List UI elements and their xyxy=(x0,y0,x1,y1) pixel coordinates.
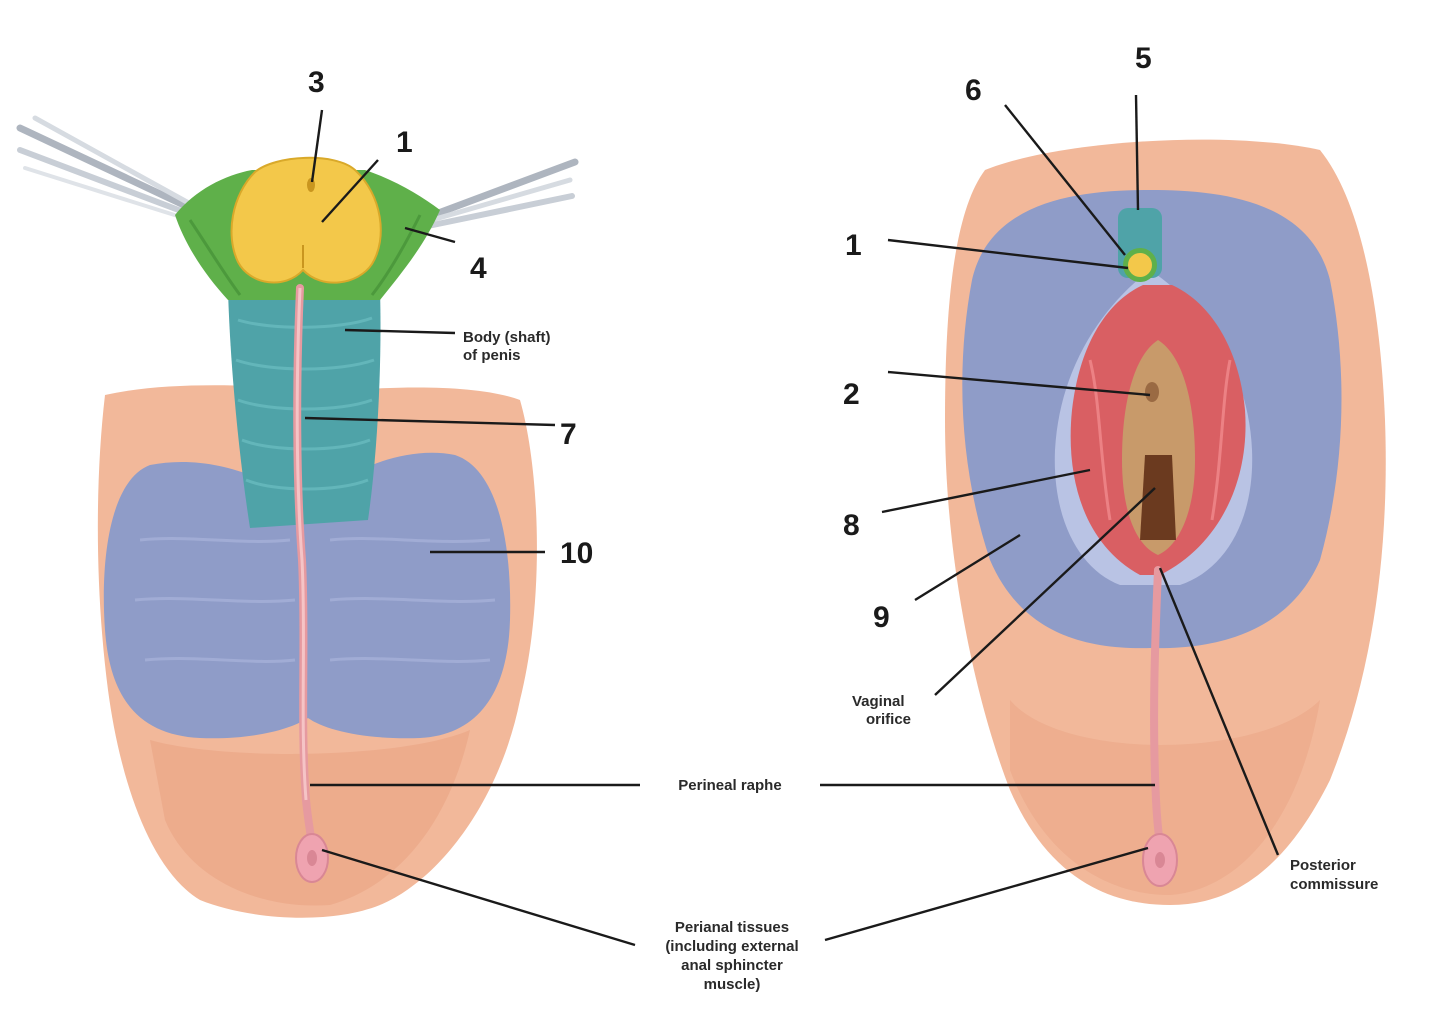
left-forceps xyxy=(16,115,209,225)
term-labels: Body (shaft) of penis Vaginal orifice Po… xyxy=(463,329,1378,993)
female-raphe xyxy=(1150,566,1164,849)
leader-male-4 xyxy=(404,226,456,244)
male-number-labels: 3 1 4 7 10 xyxy=(308,66,593,570)
term-perianal-line4: muscle) xyxy=(704,976,761,993)
label-male-4: 4 xyxy=(470,252,487,285)
female-perineal-skin-shade xyxy=(1010,700,1320,895)
label-female-9: 9 xyxy=(873,601,890,634)
leader-female-5 xyxy=(1134,94,1140,211)
term-posterior-line1: Posterior xyxy=(1290,857,1356,874)
leader-lines xyxy=(304,94,1280,947)
male-external-genitalia xyxy=(16,115,579,918)
term-body-shaft-line2: of penis xyxy=(463,347,521,364)
term-vaginal-line2: orifice xyxy=(866,711,911,728)
urethral-orifice xyxy=(1145,382,1159,402)
male-raphe-highlight xyxy=(295,287,308,801)
labia-minora-texture xyxy=(1088,359,1232,521)
leader-female-6 xyxy=(1004,104,1126,256)
scrotum-texture xyxy=(134,537,496,663)
term-perianal-line3: anal sphincter xyxy=(681,957,783,974)
term-vaginal-line1: Vaginal xyxy=(852,693,905,710)
label-male-3: 3 xyxy=(308,66,325,99)
clitoris-glans xyxy=(1128,253,1152,277)
label-female-6: 6 xyxy=(965,74,982,107)
label-male-7: 7 xyxy=(560,418,577,451)
right-forceps xyxy=(421,158,579,229)
female-external-genitalia xyxy=(945,139,1386,905)
label-male-1: 1 xyxy=(396,126,413,159)
leader-male-1 xyxy=(321,159,379,223)
leader-female-perianal xyxy=(824,846,1149,942)
leader-male-body xyxy=(344,328,456,335)
term-posterior-line2: commissure xyxy=(1290,876,1378,893)
leader-female-8 xyxy=(881,468,1091,514)
term-perianal-line2: (including external xyxy=(665,938,798,955)
glans-penis xyxy=(230,156,382,284)
term-perianal-line1: Perianal tissues xyxy=(675,919,789,936)
leader-female-1 xyxy=(887,238,1129,270)
female-number-labels: 5 6 1 2 8 9 xyxy=(843,42,1152,634)
penis-shaft-texture xyxy=(235,316,375,491)
leader-male-3 xyxy=(310,109,324,183)
leader-female-2 xyxy=(887,370,1151,397)
label-female-5: 5 xyxy=(1135,42,1152,75)
label-male-10: 10 xyxy=(560,537,593,570)
female-anus-center xyxy=(1155,852,1165,868)
external-urethral-orifice xyxy=(307,178,315,192)
leader-male-7 xyxy=(304,416,556,427)
leader-male-perianal xyxy=(321,848,636,947)
leader-female-9 xyxy=(914,533,1021,602)
term-body-shaft-line1: Body (shaft) xyxy=(463,329,551,346)
leader-female-posterior xyxy=(1158,567,1280,856)
vaginal-opening xyxy=(1140,455,1176,540)
label-female-1: 1 xyxy=(845,229,862,262)
prepuce-shade xyxy=(188,214,422,296)
term-perineal-raphe: Perineal raphe xyxy=(678,777,781,794)
label-female-2: 2 xyxy=(843,378,860,411)
label-female-8: 8 xyxy=(843,509,860,542)
leader-female-vaginal xyxy=(934,487,1156,696)
male-anus-center xyxy=(307,850,317,866)
